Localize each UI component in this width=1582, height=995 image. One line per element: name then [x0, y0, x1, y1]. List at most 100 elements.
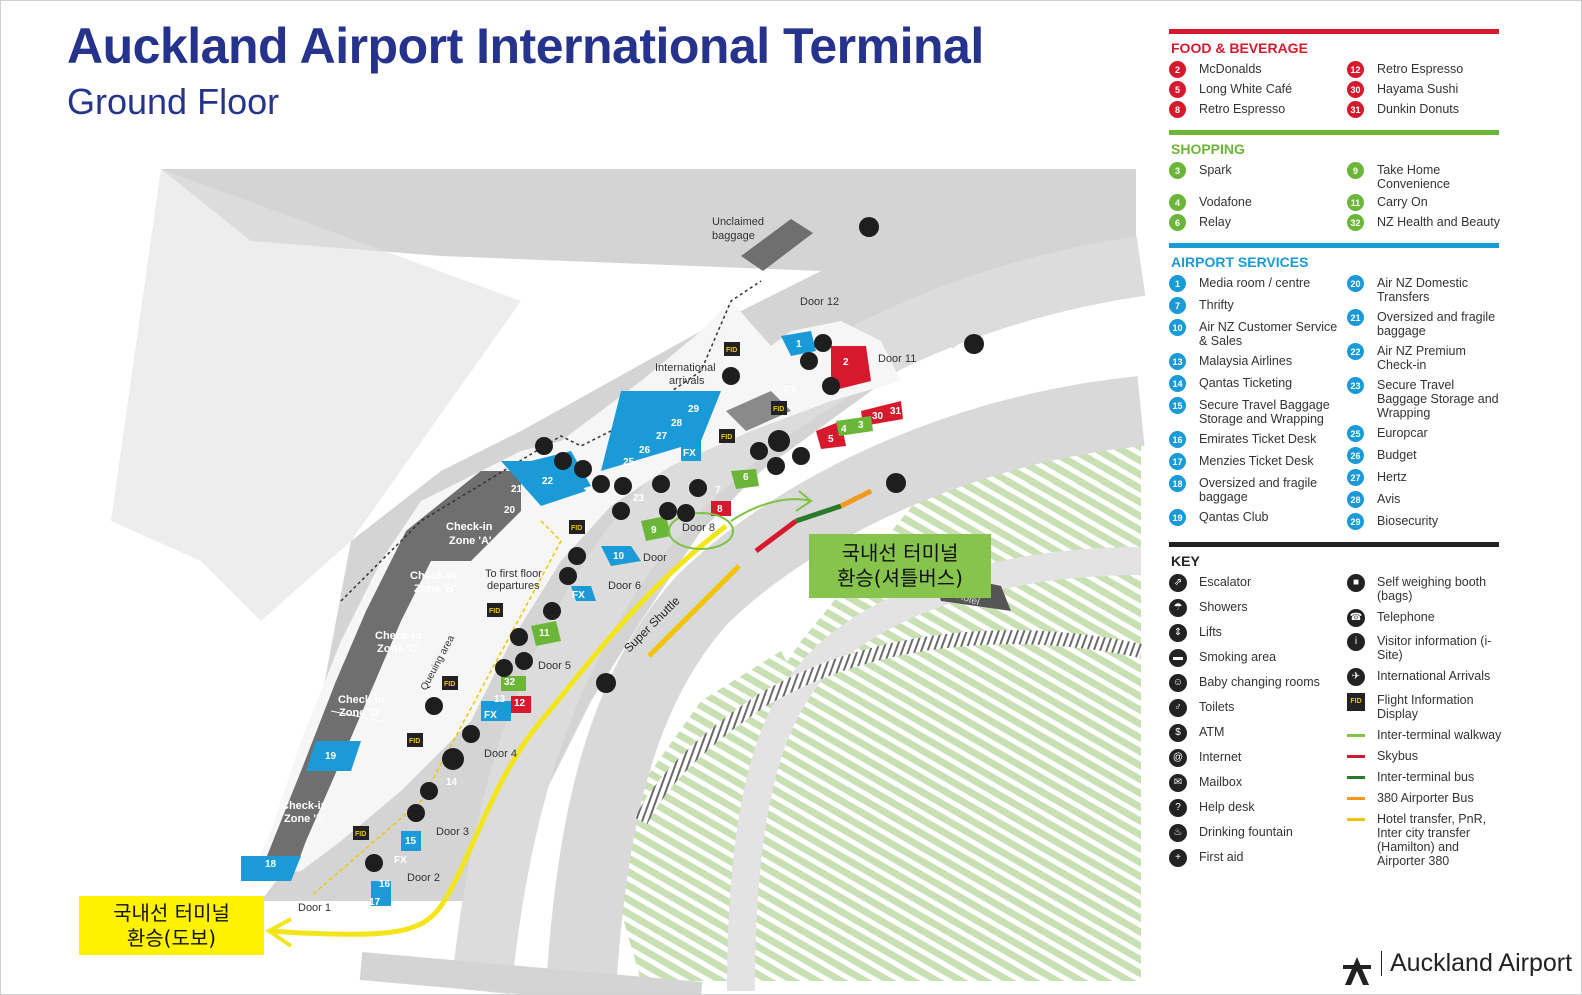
legend-number-badge: 20	[1347, 275, 1364, 292]
walk-route	[270, 524, 728, 937]
legend-item: 3 Spark	[1169, 162, 1347, 191]
svg-text:FX: FX	[683, 448, 696, 459]
svg-text:28: 28	[671, 418, 683, 429]
svg-text:19: 19	[325, 751, 337, 762]
door-2-label: Door 2	[407, 872, 440, 884]
intl-arrivals-label-1: International	[655, 362, 716, 374]
checkin-zone-strip	[241, 471, 501, 881]
unclaimed-label-1: Unclaimed	[712, 216, 764, 228]
key-label: Mailbox	[1199, 775, 1243, 789]
legend-number-badge: 28	[1347, 491, 1364, 508]
legend-number-badge: 14	[1169, 375, 1186, 392]
legend-label: Spark	[1199, 163, 1232, 177]
atm-icon	[612, 502, 630, 520]
key-item: Inter-terminal bus	[1347, 770, 1507, 784]
hotel-transfer-line	[1347, 818, 1365, 821]
retail-outlets	[501, 416, 873, 691]
food-divider	[1169, 29, 1499, 34]
key-label: ATM	[1199, 725, 1225, 739]
door8-highlight	[668, 512, 734, 550]
legend-number-badge: 4	[1169, 194, 1186, 211]
toilet-icon	[574, 460, 592, 478]
legend-item: 25 Europcar	[1347, 425, 1507, 442]
legend-label: Vodafone	[1199, 195, 1252, 209]
legend-number-badge: 3	[1169, 162, 1186, 179]
key-item: ⇗Escalator	[1169, 574, 1347, 592]
svg-text:27: 27	[656, 431, 668, 442]
internet-icon: @	[1169, 749, 1187, 767]
legend-number-badge: 26	[1347, 447, 1364, 464]
toilet-icon	[495, 659, 513, 677]
legend-number-badge: 9	[1347, 162, 1364, 179]
page-title: Auckland Airport International Terminal	[67, 18, 984, 74]
checkin-b-2: Zone 'B'	[414, 583, 457, 595]
atm-icon	[510, 628, 528, 646]
door-6-label: Door 6	[608, 580, 641, 592]
legend-number-badge: 32	[1347, 214, 1364, 231]
telephone-icon	[365, 854, 383, 872]
legend-number-badge: 27	[1347, 469, 1364, 486]
legend-label: Air NZ Domestic Transfers	[1377, 276, 1468, 304]
fid-label: FID	[773, 406, 784, 413]
svg-text:3: 3	[858, 420, 864, 431]
svg-text:5: 5	[828, 434, 834, 445]
queuing-boundary	[310, 520, 562, 897]
key-item: ☂ Showers	[1169, 599, 1347, 617]
lift-icon: ⇕	[1169, 624, 1187, 642]
svg-text:18: 18	[265, 859, 277, 870]
checkin-d-2: Zone 'D'	[339, 707, 382, 719]
legend-number-badge: 13	[1169, 353, 1186, 370]
key-label: Lifts	[1199, 625, 1222, 639]
legend-label: Take Home Convenience	[1377, 163, 1450, 191]
logo-text: Auckland Airport	[1381, 951, 1572, 976]
key-item: Hotel transfer, PnR, Inter city transfer…	[1347, 812, 1507, 868]
super-shuttle-line	[647, 564, 741, 658]
apron-lower	[111, 169, 521, 621]
weighing-booth-icon	[515, 652, 533, 670]
auckland-airport-logo: Auckland Airport	[1341, 951, 1572, 985]
svg-text:2: 2	[843, 357, 849, 368]
walkway-line	[1347, 734, 1365, 737]
svg-text:4: 4	[841, 424, 847, 435]
escalator-icon	[559, 567, 577, 585]
key-item: @Internet	[1169, 749, 1347, 767]
baby-change-icon: ☺	[1169, 674, 1187, 692]
door-1-label: Door 1	[298, 902, 331, 914]
legend-number-badge: 25	[1347, 425, 1364, 442]
legend-label: Oversized and fragile baggage	[1377, 310, 1496, 338]
first-aid-icon	[554, 452, 572, 470]
key-item: $ATM	[1169, 724, 1347, 742]
svg-text:17: 17	[369, 897, 381, 908]
fid-icon: FID	[1347, 693, 1365, 711]
legend-label: Hayama Sushi	[1377, 82, 1459, 96]
svg-text:31: 31	[890, 406, 902, 417]
legend-number-badge: 21	[1347, 309, 1364, 326]
skybus-line	[1347, 755, 1365, 758]
telephone-icon	[592, 475, 610, 493]
checkin-e-2: Zone 'E'	[284, 813, 326, 825]
international-arrivals-icon	[722, 367, 740, 385]
key-label: First aid	[1199, 850, 1244, 864]
fid-label: FID	[355, 831, 366, 838]
door-11-label: Door 11	[878, 353, 916, 365]
key-label: Showers	[1199, 600, 1248, 614]
legend-label: NZ Health and Beauty	[1377, 215, 1500, 229]
key-label: Help desk	[1199, 800, 1255, 814]
shower-icon: ☂	[1169, 599, 1187, 617]
legend-label: Europcar	[1377, 426, 1428, 440]
crosswalk	[634, 630, 1143, 825]
drinking-fountain-icon	[614, 477, 632, 495]
first-aid-icon: +	[1169, 849, 1187, 867]
logo-mark-icon	[1343, 957, 1371, 985]
legend-label: Air NZ Premium Check-in	[1377, 344, 1466, 372]
key-item: ♨Drinking fountain	[1169, 824, 1347, 842]
